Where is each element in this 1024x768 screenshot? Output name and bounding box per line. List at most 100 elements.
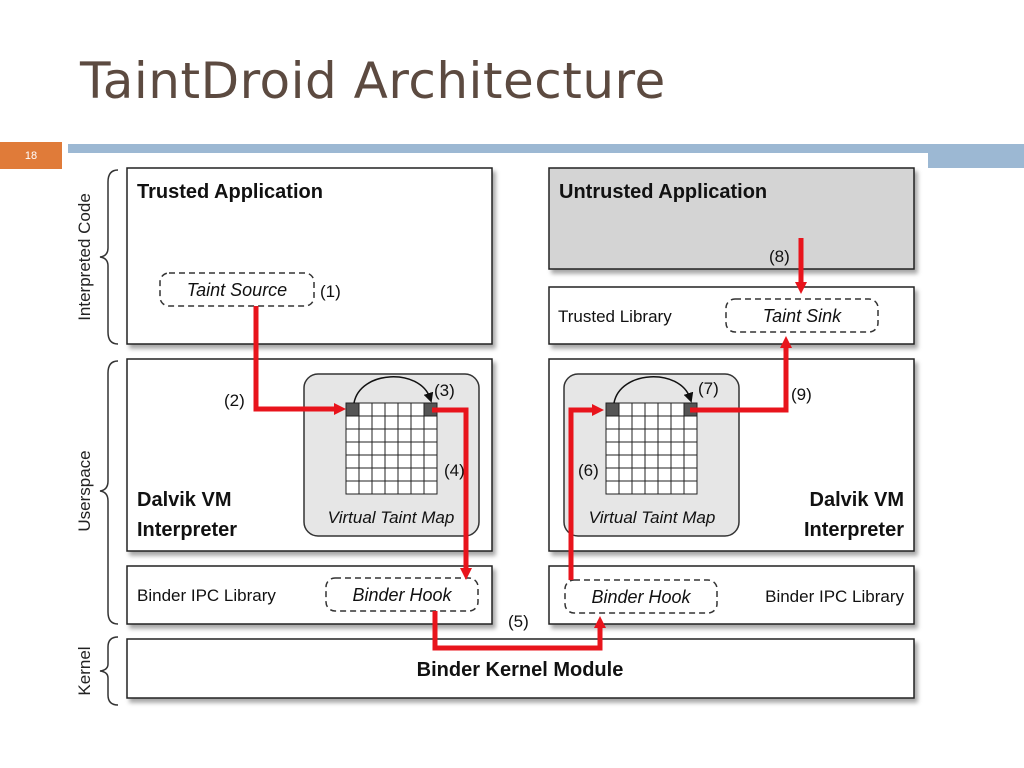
taint-map-cell	[371, 454, 386, 469]
taint-map-cell	[345, 441, 360, 456]
taint-map-cell	[683, 480, 698, 495]
flow-arrow-1-2	[253, 306, 346, 415]
taint-map-cell	[423, 415, 438, 430]
step-label-8: (8)	[769, 247, 790, 266]
taint-map-cell	[397, 480, 412, 495]
taint-map-cell	[670, 480, 685, 495]
taint-map-cell	[605, 454, 620, 469]
trusted-application-box	[126, 167, 493, 345]
binder-hook-left-label: Binder Hook	[352, 585, 452, 605]
taint-map-cell	[397, 415, 412, 430]
taint-map-grid-left	[345, 402, 438, 495]
binder-ipc-right-label: Binder IPC Library	[765, 587, 904, 606]
taint-map-cell	[371, 402, 386, 417]
taint-map-cell	[670, 467, 685, 482]
step-label-2: (2)	[224, 391, 245, 410]
taint-map-cell	[371, 441, 386, 456]
layer-label-kernel: Kernel	[75, 646, 94, 695]
step-label-1: (1)	[320, 282, 341, 301]
taint-map-right: Virtual Taint Map	[563, 373, 740, 537]
taint-map-cell	[358, 415, 373, 430]
taint-map-cell	[397, 441, 412, 456]
taint-map-cell	[657, 428, 672, 443]
slide-title: TaintDroid Architecture	[80, 52, 666, 110]
taint-map-cell	[423, 454, 438, 469]
taint-map-cell	[644, 428, 659, 443]
taint-map-cell	[423, 480, 438, 495]
taint-map-cell	[631, 428, 646, 443]
taint-map-cell	[657, 454, 672, 469]
layer-label-userspace: Userspace	[75, 450, 94, 531]
taint-map-cell	[397, 467, 412, 482]
taint-map-grid-right	[605, 402, 698, 495]
taint-map-cell	[410, 467, 425, 482]
taint-map-cell	[410, 480, 425, 495]
taint-map-cell	[618, 415, 633, 430]
taint-map-left: Virtual Taint Map	[303, 373, 480, 537]
taint-map-cell	[345, 402, 360, 417]
taint-map-cell	[345, 415, 360, 430]
taint-map-cell	[605, 428, 620, 443]
taint-map-cell	[397, 454, 412, 469]
taint-map-cell	[644, 467, 659, 482]
taint-map-cell	[683, 428, 698, 443]
taint-map-cell	[618, 441, 633, 456]
layer-braces	[99, 169, 119, 706]
taint-map-cell	[618, 454, 633, 469]
taint-map-cell	[631, 467, 646, 482]
taint-map-cell	[397, 402, 412, 417]
dashed-pills	[159, 272, 879, 614]
taint-map-cell	[644, 415, 659, 430]
taint-map-cell	[670, 415, 685, 430]
page-number: 18	[0, 142, 62, 169]
taint-map-cell	[683, 415, 698, 430]
taint-map-cell	[345, 480, 360, 495]
untrusted-application-label: Untrusted Application	[559, 181, 767, 203]
step-label-9: (9)	[791, 385, 812, 404]
dalvik-left-line2: Interpreter	[137, 519, 237, 541]
taint-map-right-curve	[613, 376, 694, 404]
taint-map-cell	[657, 415, 672, 430]
taint-map-cell	[397, 428, 412, 443]
brace-userspace	[99, 360, 119, 625]
taint-map-cell	[410, 402, 425, 417]
taint-map-cell	[644, 441, 659, 456]
flow-arrow-6	[568, 404, 604, 580]
taint-map-cell	[670, 428, 685, 443]
taint-map-cell	[657, 441, 672, 456]
brace-interpreted	[99, 169, 119, 345]
taint-map-cell	[410, 441, 425, 456]
step-label-3: (3)	[434, 381, 455, 400]
binder-hook-right-label: Binder Hook	[591, 587, 691, 607]
taint-map-cell	[384, 415, 399, 430]
taint-map-cell	[631, 441, 646, 456]
untrusted-application-box	[548, 167, 915, 270]
taint-map-cell	[423, 428, 438, 443]
taint-flow-arrows	[253, 238, 807, 651]
taint-map-cell	[410, 428, 425, 443]
taint-map-cell	[371, 415, 386, 430]
taint-map-left-curve	[353, 376, 434, 404]
taint-map-cell	[644, 480, 659, 495]
dalvik-right-line2: Interpreter	[804, 519, 904, 541]
taint-map-cell	[670, 441, 685, 456]
taint-map-cell	[618, 428, 633, 443]
taint-map-cell	[423, 441, 438, 456]
flow-arrow-7-9	[690, 336, 792, 413]
taint-map-cell	[423, 467, 438, 482]
taint-map-cell	[358, 441, 373, 456]
taint-map-cell	[605, 402, 620, 417]
taint-map-cell	[371, 480, 386, 495]
taint-map-cell	[384, 480, 399, 495]
binder-ipc-left-label: Binder IPC Library	[137, 586, 276, 605]
taint-map-cell	[618, 480, 633, 495]
binder-kernel-label: Binder Kernel Module	[417, 659, 624, 681]
taint-map-cell	[410, 454, 425, 469]
taint-source-label: Taint Source	[187, 280, 287, 300]
taint-map-cell	[618, 467, 633, 482]
taint-map-cell	[631, 415, 646, 430]
taint-map-cell	[358, 402, 373, 417]
taint-map-cell	[605, 415, 620, 430]
taint-map-cell	[683, 441, 698, 456]
taint-map-cell	[657, 480, 672, 495]
